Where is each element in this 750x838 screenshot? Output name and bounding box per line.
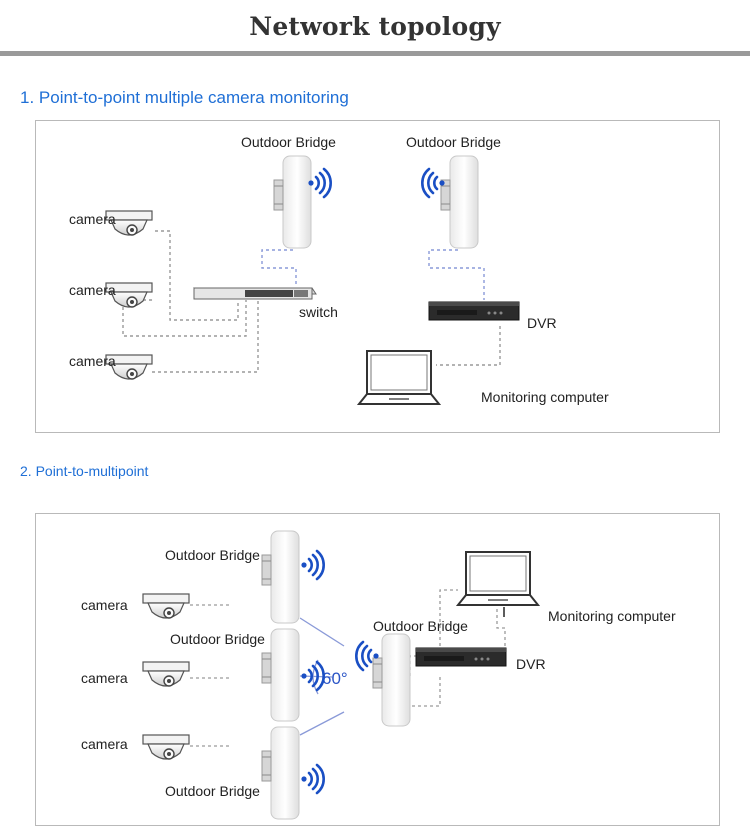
section1-camera-label: camera [69, 211, 116, 227]
page-title: Network topology [249, 12, 501, 41]
section2-bridge-center [355, 633, 411, 727]
section2-bridge-top-label: Outdoor Bridge [165, 547, 260, 563]
section1-bridge-right-label: Outdoor Bridge [406, 134, 501, 150]
dvr-icon [428, 301, 520, 321]
section2-camera-label: camera [81, 736, 128, 752]
section1-camera-label: camera [69, 353, 116, 369]
title-divider [0, 51, 750, 56]
section2-connections [190, 589, 506, 747]
section2-camera-label: camera [81, 670, 128, 686]
section1-bridge-left [273, 155, 332, 249]
laptop-icon [457, 551, 539, 606]
dome-camera-icon [142, 593, 190, 619]
dome-camera-icon [142, 661, 190, 687]
section2-computer-label: Monitoring computer [548, 608, 676, 624]
wifi-signal-icon [300, 763, 325, 795]
section2-bridge-middle [261, 628, 325, 722]
section1-bridge-right [421, 155, 479, 249]
outdoor-bridge-icon [261, 628, 300, 722]
section2-bridge-top [261, 530, 325, 624]
wifi-signal-icon [307, 167, 332, 199]
outdoor-bridge-icon [261, 726, 300, 820]
section1-heading: 1. Point-to-point multiple camera monito… [20, 88, 349, 107]
outdoor-bridge-icon [440, 155, 479, 249]
section2-camera-label: camera [81, 597, 128, 613]
network-switch-icon [193, 287, 317, 300]
dvr-icon [415, 647, 507, 667]
section2-bridge-middle-label: Outdoor Bridge [170, 631, 265, 647]
laptop-icon [358, 350, 440, 405]
section1-bridge-left-label: Outdoor Bridge [241, 134, 336, 150]
section2-bridge-bottom-label: Outdoor Bridge [165, 783, 260, 799]
outdoor-bridge-icon [273, 155, 312, 249]
section2-dvr-label: DVR [516, 656, 546, 672]
dome-camera-icon [142, 734, 190, 760]
wifi-signal-icon [300, 549, 325, 581]
section1-dvr-label: DVR [527, 315, 557, 331]
section2-bridge-center-label: Outdoor Bridge [373, 618, 468, 634]
section1-computer-label: Monitoring computer [481, 389, 609, 405]
outdoor-bridge-icon [372, 633, 411, 727]
section2-heading: 2. Point-to-multipoint [20, 463, 149, 479]
section1-camera-label: camera [69, 282, 116, 298]
outdoor-bridge-icon [261, 530, 300, 624]
section2-angle-label: 60° [322, 669, 348, 688]
section1-switch-label: switch [299, 304, 338, 320]
section2-bridge-bottom [261, 726, 325, 820]
